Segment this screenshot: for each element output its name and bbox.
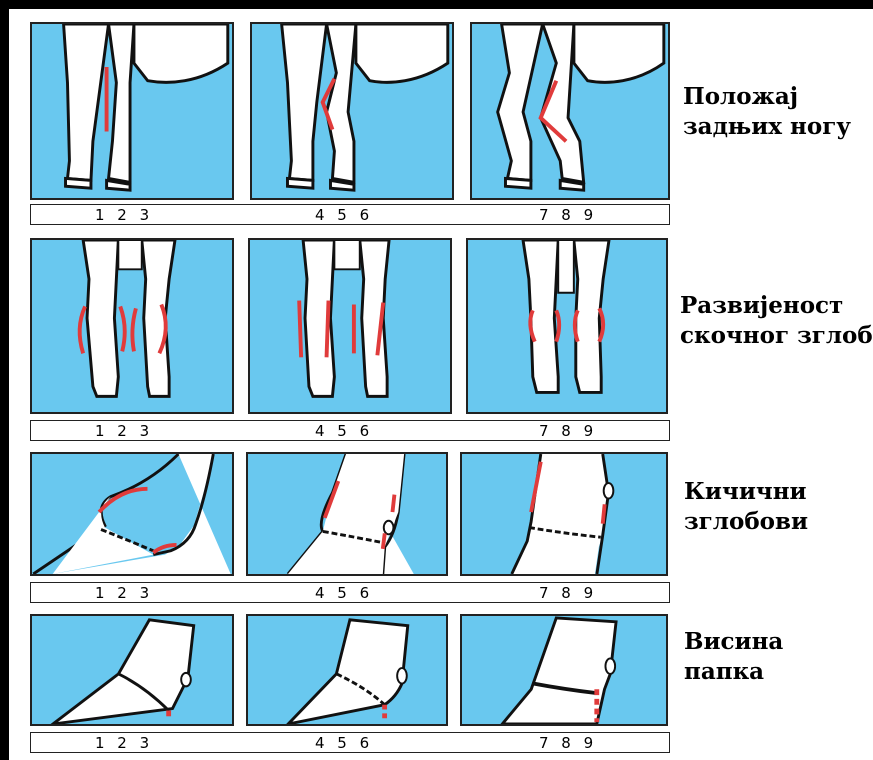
score-scale-bar: 1 2 3 4 5 6 7 8 9	[30, 420, 670, 441]
leg-position-illustration-3	[470, 22, 670, 200]
hoof-height-illustration-1	[30, 614, 234, 726]
score-scale-bar: 1 2 3 4 5 6 7 8 9	[30, 582, 670, 603]
frame-border-top	[0, 0, 873, 9]
row-title-line: скочног зглоба	[680, 321, 873, 351]
pastern-illustration-3	[460, 452, 668, 576]
row-title-hock-development: Развијеност скочног зглоба	[680, 291, 873, 351]
hock-development-illustration-1	[30, 238, 234, 414]
hoof-height-illustration-2	[246, 614, 448, 726]
hock-development-illustration-2	[248, 238, 452, 414]
row-title-line: Кичични	[684, 477, 808, 507]
pastern-illustration-2	[246, 452, 448, 576]
hoof-height-illustration-3	[460, 614, 668, 726]
score-label-4-6: 4 5 6	[315, 422, 373, 440]
score-label-4-6: 4 5 6	[315, 584, 373, 602]
score-label-7-9: 7 8 9	[539, 422, 597, 440]
leg-position-illustration-1	[30, 22, 234, 200]
score-label-7-9: 7 8 9	[539, 206, 597, 224]
frame-border-left	[0, 0, 9, 760]
score-label-1-3: 1 2 3	[95, 584, 153, 602]
row-title-line: папка	[684, 657, 783, 687]
row-title-line: Висина	[684, 627, 783, 657]
score-label-1-3: 1 2 3	[95, 734, 153, 752]
leg-position-illustration-2	[250, 22, 454, 200]
score-scale-bar: 1 2 3 4 5 6 7 8 9	[30, 204, 670, 225]
row-title-line: Положај	[683, 82, 851, 112]
score-label-1-3: 1 2 3	[95, 422, 153, 440]
score-label-7-9: 7 8 9	[539, 734, 597, 752]
row-title-line: зглобови	[684, 507, 808, 537]
row-title-pastern-joints: Кичични зглобови	[684, 477, 808, 537]
score-label-4-6: 4 5 6	[315, 206, 373, 224]
score-label-4-6: 4 5 6	[315, 734, 373, 752]
row-title-hoof-height: Висина папка	[684, 627, 783, 687]
score-label-1-3: 1 2 3	[95, 206, 153, 224]
hock-development-illustration-3	[466, 238, 668, 414]
pastern-illustration-1	[30, 452, 234, 576]
row-title-line: Развијеност	[680, 291, 873, 321]
row-title-line: задњих ногу	[683, 112, 851, 142]
score-scale-bar: 1 2 3 4 5 6 7 8 9	[30, 732, 670, 753]
score-label-7-9: 7 8 9	[539, 584, 597, 602]
row-title-leg-position: Положај задњих ногу	[683, 82, 851, 142]
